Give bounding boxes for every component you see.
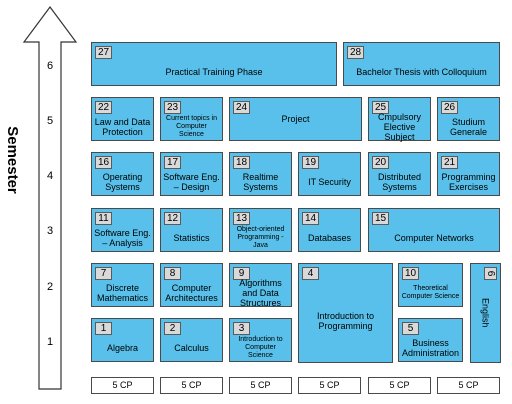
course-14: 14 Databases [298, 208, 361, 252]
course-21: 21 Programming Exercises [437, 152, 500, 196]
course-5: 5 Business Administration [398, 318, 463, 362]
course-number: 16 [95, 156, 113, 169]
course-4: 4 Introduction to Programming [298, 263, 393, 363]
course-title: Introduction to Programming [316, 311, 375, 331]
course-16: 16 Operating Systems [91, 152, 154, 196]
course-number: 1 [95, 322, 112, 335]
course-number: 13 [233, 212, 251, 225]
course-19: 19 IT Security [298, 152, 361, 196]
course-number: 8 [164, 267, 181, 280]
course-number: 10 [402, 267, 420, 280]
course-title: Business Administration [401, 338, 460, 358]
course-title: Statistics [173, 233, 210, 243]
course-title: Current topics in Computer Science [166, 115, 217, 138]
semester-label-2: 2 [46, 281, 54, 293]
course-title: Cmpulsory Elective Subject [377, 112, 421, 142]
course-number: 26 [441, 101, 459, 114]
course-number: 14 [302, 212, 320, 225]
course-title: Software Eng. – Design [163, 172, 220, 192]
course-number: 3 [233, 322, 250, 335]
semester-arrow [22, 5, 78, 390]
course-20: 20 Distributed Systems [368, 152, 431, 196]
course-9: 9 Algorithms and Data Structures [229, 263, 292, 308]
course-title: Theoretical Computer Science [401, 285, 460, 300]
course-title: Studium Generale [449, 117, 488, 137]
course-number: 17 [164, 156, 182, 169]
course-title: English [480, 298, 491, 328]
course-15: 15 Computer Networks [368, 208, 500, 252]
course-title: Practical Training Phase [165, 67, 263, 77]
course-number: 2 [164, 322, 181, 335]
course-number: 27 [95, 46, 113, 59]
course-number: 25 [372, 101, 390, 114]
course-title: Databases [307, 233, 352, 243]
course-title: IT Security [308, 177, 351, 187]
semester-label-5: 5 [46, 115, 54, 127]
course-title: Algorithms and Data Structures [239, 278, 282, 308]
course-number: 12 [164, 212, 182, 225]
course-title: Distributed Systems [377, 172, 422, 192]
course-24: 24 Project [229, 97, 362, 141]
credit-box-1: 5 CP [91, 377, 154, 394]
course-22: 22 Law and Data Protection [91, 97, 154, 141]
course-number: 23 [164, 101, 182, 114]
course-7: 7 Discrete Mathematics [91, 263, 154, 307]
course-number: 9 [233, 267, 250, 280]
credit-box-6: 5 CP [437, 377, 500, 394]
credit-box-5: 5 CP [368, 377, 431, 394]
course-27: 27 Practical Training Phase [91, 42, 337, 86]
semester-label-3: 3 [46, 225, 54, 237]
semester-axis-label: Semester [4, 126, 21, 194]
course-17: 17 Software Eng. – Design [160, 152, 223, 196]
course-26: 26 Studium Generale [437, 97, 500, 141]
credit-box-3: 5 CP [229, 377, 292, 394]
course-title: Law and Data Protection [94, 117, 151, 137]
course-title: Bachelor Thesis with Colloquium [356, 67, 487, 77]
course-title: Introduction to Computer Science [238, 336, 283, 359]
semester-label-4: 4 [46, 170, 54, 182]
credit-box-4: 5 CP [298, 377, 361, 394]
course-number: 15 [372, 212, 390, 225]
course-28: 28 Bachelor Thesis with Colloquium [343, 42, 500, 86]
semester-label-6: 6 [46, 60, 54, 72]
course-6: 6 English [470, 263, 501, 363]
semester-label-1: 1 [46, 336, 54, 348]
course-title: Object-oriented Programming - Java [236, 226, 285, 249]
credit-box-2: 5 CP [160, 377, 223, 394]
course-number: 7 [95, 267, 112, 280]
course-title: Discrete Mathematics [96, 283, 149, 303]
course-18: 18 Realtime Systems [229, 152, 292, 196]
course-10: 10 Theoretical Computer Science [398, 263, 463, 307]
course-25: 25 Cmpulsory Elective Subject [368, 97, 431, 142]
course-23: 23 Current topics in Computer Science [160, 97, 223, 141]
course-number: 20 [372, 156, 390, 169]
course-title: Calculus [174, 343, 209, 353]
course-12: 12 Statistics [160, 208, 223, 252]
course-title: Project [281, 114, 310, 124]
course-number: 5 [402, 322, 419, 335]
course-title: Software Eng. – Analysis [94, 228, 151, 248]
course-number: 18 [233, 156, 251, 169]
course-title: Realtime Systems [242, 172, 279, 192]
course-title: Operating Systems [102, 172, 143, 192]
course-1: 1 Algebra [91, 318, 154, 362]
course-number: 11 [95, 212, 112, 225]
course-title: Programming Exercises [441, 172, 496, 192]
course-title: Computer Architectures [165, 283, 218, 303]
course-2: 2 Calculus [160, 318, 223, 362]
course-3: 3 Introduction to Computer Science [229, 318, 292, 362]
course-number: 28 [347, 46, 365, 59]
course-8: 8 Computer Architectures [160, 263, 223, 307]
course-number: 24 [233, 101, 251, 114]
course-number: 21 [441, 156, 459, 169]
course-11: 11 Software Eng. – Analysis [91, 208, 154, 252]
course-number: 22 [95, 101, 113, 114]
course-title: Algebra [106, 343, 139, 353]
course-13: 13 Object-oriented Programming - Java [229, 208, 292, 252]
course-title: Computer Networks [394, 233, 474, 243]
course-number: 4 [302, 267, 319, 280]
course-number: 19 [302, 156, 320, 169]
